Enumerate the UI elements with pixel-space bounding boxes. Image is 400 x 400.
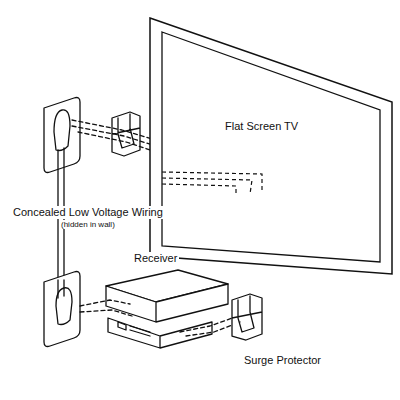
cable <box>58 280 64 298</box>
tv-screen: Flat Screen TV <box>148 16 396 278</box>
receiver-label: Receiver <box>132 252 179 265</box>
plug <box>54 110 70 151</box>
wall-outlet <box>232 294 262 340</box>
wall-plate <box>44 98 80 173</box>
wiring-label: Concealed Low Voltage Wiring <box>11 206 165 219</box>
surge-protector-label: Surge Protector <box>242 354 323 367</box>
wall-plate <box>44 272 80 347</box>
outlet-detail <box>118 322 150 336</box>
power-cord <box>180 316 240 336</box>
wiring-note: (hidden in wall) <box>59 220 117 229</box>
tv-label: Flat Screen TV <box>223 120 300 133</box>
surge-protector <box>108 318 212 348</box>
hidden-wires <box>80 300 132 316</box>
tv-outline <box>148 16 396 278</box>
